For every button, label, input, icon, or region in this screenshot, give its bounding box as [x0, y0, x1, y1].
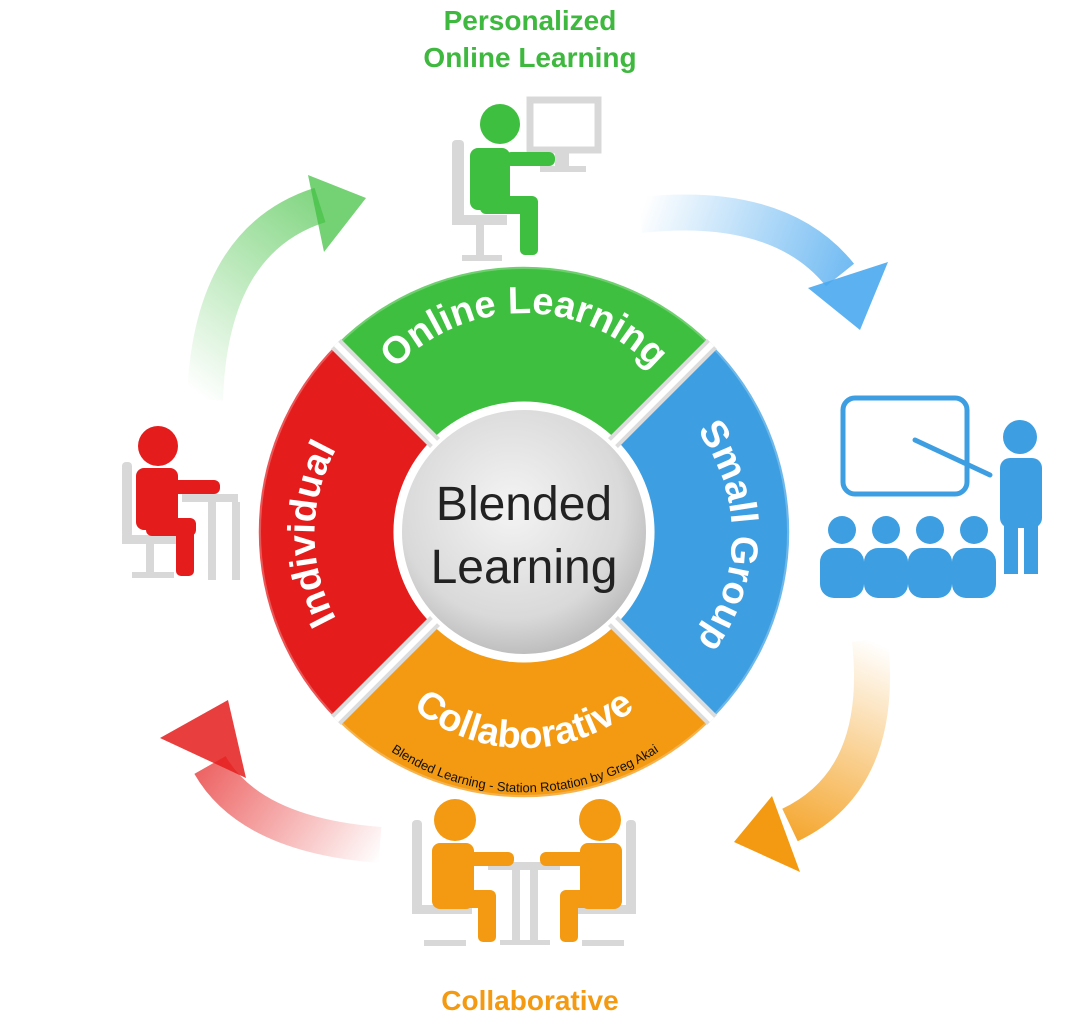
collaborative-pair-icon: [412, 799, 636, 946]
center-title-line2: Learning: [431, 541, 618, 594]
teacher-small-group-icon: [820, 395, 1042, 598]
arrow-green-icon: [187, 175, 366, 401]
ring-segment-individual: [258, 344, 432, 720]
ring-segment-online-learning: [336, 266, 712, 440]
arrow-blue-icon: [638, 194, 888, 330]
blended-learning-ring: Blended Learning Online Learning Small G…: [257, 265, 791, 799]
ring-segment-collaborative: [336, 624, 712, 798]
top-label-line1: Personalized: [443, 5, 617, 36]
center-disc: [398, 406, 650, 658]
center-title-line1: Blended: [436, 478, 612, 531]
top-label-line2: Online Learning: [423, 42, 637, 73]
ring-segment-small-group: [616, 344, 790, 720]
individual-learner-icon: [122, 426, 240, 580]
arrow-orange-icon: [734, 638, 891, 872]
arrow-red-icon: [160, 700, 382, 863]
personalized-online-learning-label: Personalized Online Learning: [330, 2, 730, 76]
rotation-arrows: [160, 175, 891, 872]
computer-learner-icon: [452, 96, 602, 261]
collaborative-label: Collaborative: [441, 985, 619, 1016]
